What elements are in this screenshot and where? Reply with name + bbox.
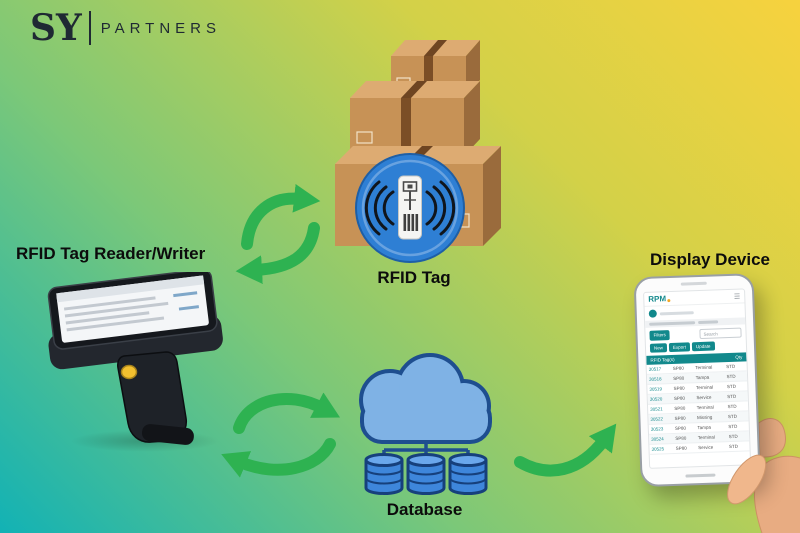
label-reader: RFID Tag Reader/Writer [16, 244, 206, 263]
table-cell: Service [698, 444, 714, 451]
radio-waves-icon [364, 180, 456, 236]
table-cell: STD [728, 434, 738, 440]
table-cell: Terminal [697, 434, 715, 441]
table-cell: Service [696, 394, 712, 401]
search-input: Search [699, 327, 742, 340]
table-cell: 30523 [650, 426, 664, 433]
logo: SY PARTNERS [30, 10, 221, 46]
table-cell: STD [726, 374, 736, 380]
table-cell: 30520 [649, 396, 663, 403]
table-cell: 30517 [648, 366, 662, 373]
home-indicator [685, 473, 716, 478]
reader-sled [47, 272, 223, 370]
table-cell: STD [727, 404, 737, 410]
table-cell: STD [726, 384, 736, 390]
table-cell: Tampa [695, 375, 710, 381]
table-cell: Missing [697, 414, 713, 421]
logo-divider [88, 11, 91, 45]
arrow-reader-to-tag [241, 184, 321, 250]
db-cylinders [364, 453, 488, 495]
reader-base [141, 424, 194, 445]
table-header-left: RFID Tag(s) [650, 357, 675, 364]
table-cell: 30519 [649, 386, 663, 393]
phone-earpiece [680, 281, 707, 286]
table-cell: STD [727, 394, 737, 400]
table-cell: SP80 [674, 425, 687, 432]
table-cell: 30518 [649, 376, 662, 383]
table-cell: Terminal [695, 384, 714, 391]
table-header-right: Qty [735, 354, 743, 361]
logo-sy-text: SY [30, 7, 82, 49]
rfid-inlay [398, 175, 422, 240]
avatar [648, 309, 657, 318]
arrow-database-to-reader [221, 438, 336, 478]
arrow-tag-to-reader [235, 222, 320, 285]
table-cell: SP80 [674, 405, 686, 412]
label-rfid-tag: RFID Tag [377, 268, 451, 287]
table-cell: 30521 [650, 406, 663, 413]
table-cell: SP80 [673, 395, 686, 402]
label-display-device: Display Device [649, 250, 770, 269]
action-button: Update [691, 341, 715, 352]
table-cell: Tampa [697, 424, 712, 431]
app-logo-dot [667, 298, 671, 302]
action-button: Export [668, 342, 691, 353]
table-cell: STD [726, 364, 736, 370]
table-cell: STD [728, 424, 738, 430]
label-database: Database [386, 500, 463, 519]
table-cell: Terminal [696, 404, 714, 411]
rfid-tag-icon [355, 153, 465, 263]
table-cell: SP80 [673, 385, 685, 392]
table-cell: STD [728, 444, 739, 450]
box-middle [350, 81, 480, 156]
table-cell: Terminal [695, 364, 713, 371]
filters-button: Filters [649, 330, 670, 341]
table-cell: SP80 [674, 415, 686, 422]
table-row: 30525 SP80 Service STD [649, 441, 750, 456]
arrow-reader-to-database [233, 392, 341, 434]
table-cell: SP80 [673, 375, 685, 382]
action-button: New [649, 343, 668, 354]
reader-illustration [47, 272, 223, 445]
table-cell: STD [727, 414, 738, 420]
menu-icon: ☰ [733, 293, 741, 301]
logo-partners-text: PARTNERS [100, 19, 221, 37]
table-cell: 30525 [651, 446, 665, 453]
table-cell: SP80 [672, 365, 684, 372]
database-illustration [359, 353, 492, 495]
table-cell: 30524 [651, 436, 664, 443]
reader-trigger-button [120, 364, 138, 380]
table-cell: SP80 [675, 445, 687, 452]
table-cell: 30522 [650, 416, 664, 423]
arrow-database-to-display [514, 423, 617, 477]
app-logo: RPM [648, 294, 667, 304]
user-name-placeholder [659, 310, 694, 315]
table-cell: SP80 [675, 435, 687, 442]
